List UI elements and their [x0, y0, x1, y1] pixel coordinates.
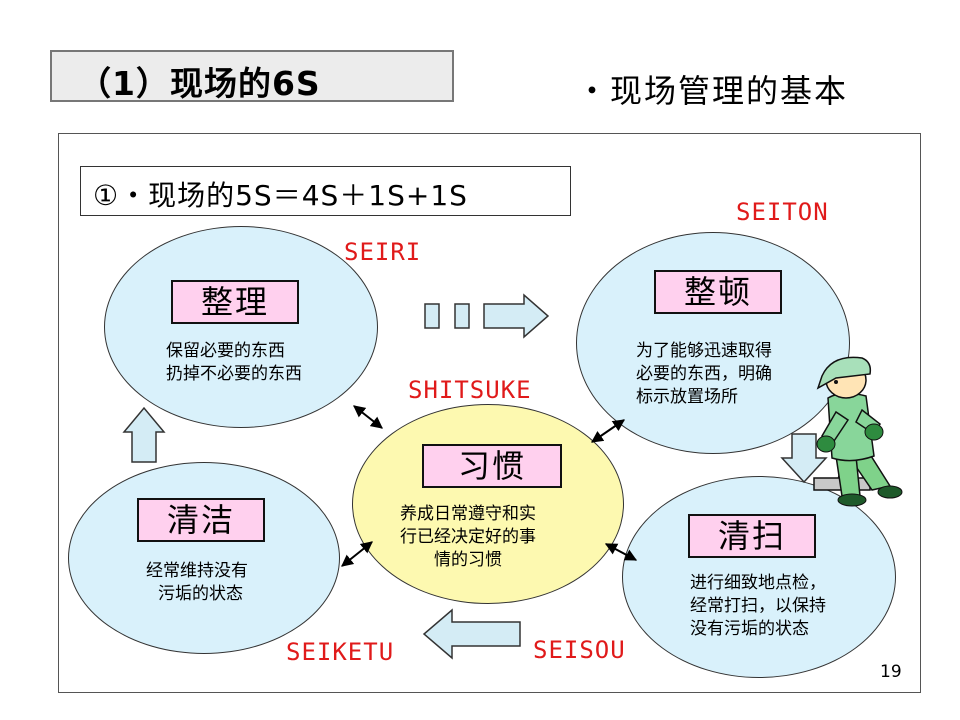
connector-seisou-center — [604, 543, 638, 561]
page-number: 19 — [880, 662, 902, 682]
arrow-right-icon — [483, 293, 550, 339]
label-shitsuke: 习惯 — [422, 444, 562, 488]
page-title: （1）现场的6S — [78, 64, 321, 103]
romaji-seiketsu: SEIKETU — [286, 638, 395, 666]
desc-line: 养成日常遵守和实 — [400, 504, 536, 524]
desc-seiketsu: 经常维持没有 污垢的状态 — [146, 560, 248, 606]
desc-line: 污垢的状态 — [158, 584, 243, 604]
desc-seisou: 进行细致地点检， 经常打扫，以保持 没有污垢的状态 — [690, 572, 826, 641]
romaji-seiri: SEIRI — [344, 238, 422, 266]
connector-seiri-center — [353, 405, 383, 429]
desc-line: 保留必要的东西 — [166, 341, 285, 361]
label-seiri: 整理 — [171, 280, 299, 324]
diagram-frame — [58, 133, 921, 693]
desc-line: 经常维持没有 — [146, 561, 248, 581]
formula-text: ①・现场的5S＝4S＋1S+1S — [93, 179, 468, 212]
arrow-left-icon — [422, 608, 521, 660]
desc-shitsuke: 养成日常遵守和实 行已经决定好的事 情的习惯 — [400, 503, 536, 572]
bubble-shitsuke — [352, 404, 624, 604]
title-box: （1）现场的6S — [50, 50, 454, 103]
desc-line: 扔掉不必要的东西 — [166, 364, 302, 384]
desc-seiri: 保留必要的东西 扔掉不必要的东西 — [166, 340, 302, 386]
arrow-up-icon — [122, 406, 166, 463]
desc-line: 为了能够迅速取得 — [636, 341, 772, 361]
romaji-shitsuke: SHITSUKE — [408, 376, 532, 404]
bubble-seiketsu — [68, 462, 340, 654]
desc-line: 经常打扫，以保持 — [690, 596, 826, 616]
label-seiton: 整顿 — [654, 270, 782, 314]
bubble-seiton — [576, 232, 850, 454]
transition-block-1 — [424, 303, 440, 329]
arrow-down-icon — [780, 433, 828, 484]
page-subtitle: ・现场管理的基本 — [576, 72, 849, 110]
sweeping-worker-illustration — [813, 356, 903, 507]
label-seisou: 清扫 — [688, 514, 816, 558]
bubble-seiri — [104, 226, 378, 428]
bubble-seisou — [622, 476, 896, 678]
romaji-seiton: SEITON — [736, 198, 829, 226]
formula-box: ①・现场的5S＝4S＋1S+1S — [80, 166, 571, 216]
label-seiketsu: 清洁 — [137, 498, 265, 542]
desc-seiton: 为了能够迅速取得 必要的东西，明确 标示放置场所 — [636, 340, 772, 409]
desc-line: 情的习惯 — [434, 550, 502, 570]
connector-seiton-center — [591, 419, 625, 443]
desc-line: 标示放置场所 — [636, 387, 738, 407]
desc-line: 必要的东西，明确 — [636, 364, 772, 384]
romaji-seisou: SEISOU — [533, 636, 626, 664]
desc-line: 进行细致地点检， — [690, 573, 826, 593]
desc-line: 行已经决定好的事 — [400, 527, 536, 547]
transition-block-2 — [454, 303, 470, 329]
connector-seiketsu-center — [341, 541, 373, 567]
desc-line: 没有污垢的状态 — [690, 619, 809, 639]
